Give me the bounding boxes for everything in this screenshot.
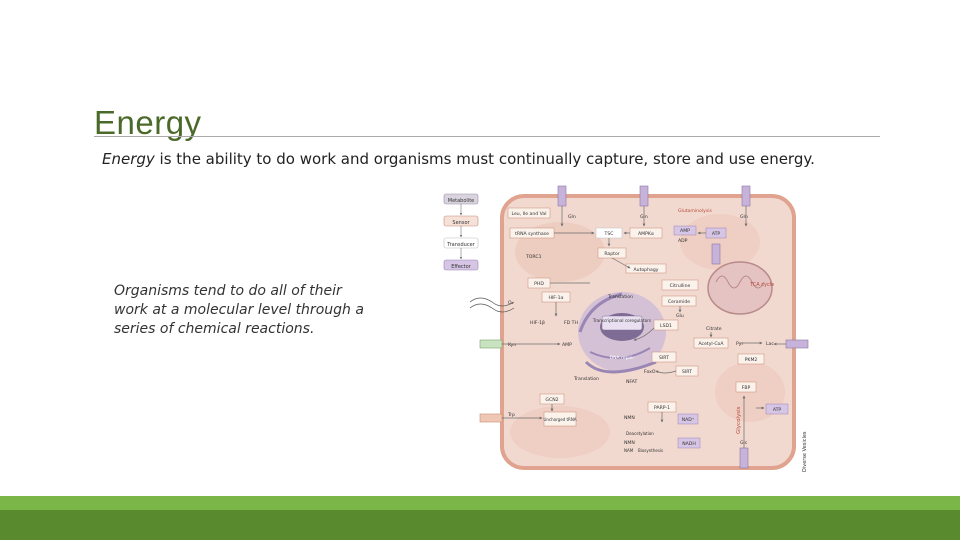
definition-text: Energy is the ability to do work and org… [102, 150, 902, 168]
legend-transducer: Transducer [446, 242, 475, 248]
label-citrulline: Citrulline [670, 283, 691, 289]
label-gln-3: Gln [740, 214, 748, 220]
label-atp: ATP [712, 231, 721, 237]
label-uncharged-trna: Uncharged tRNA [543, 417, 576, 422]
label-dna-repair: DNA repair [610, 355, 635, 361]
label-nfat: NFAT [626, 379, 637, 385]
diagram-svg: Metabolite Sensor Transducer Effector TC… [443, 185, 809, 472]
label-acetyl-coa: Acetyl-CoA [698, 341, 724, 347]
legend-sensor: Sensor [452, 220, 470, 226]
legend-metabolite: Metabolite [448, 198, 474, 204]
legend-effector: Effector [451, 264, 471, 270]
footer-accent [0, 496, 960, 510]
label-autophagy: Autophagy [634, 267, 659, 273]
label-nam: NAM [624, 448, 634, 453]
label-torc1: TORC1 [525, 254, 542, 260]
label-nmn-2: NMN [624, 440, 635, 446]
label-ceramide: Ceramide [668, 299, 690, 305]
label-sirt: SIRT [659, 355, 669, 361]
label-fdth: FD TH [564, 320, 578, 326]
label-glu: Glu [676, 313, 684, 319]
label-glutaminolysis: Glutaminolysis [678, 208, 713, 214]
label-adp: ADP [678, 238, 688, 244]
label-nmn: NMN [624, 415, 635, 421]
label-nadh: NADH [682, 441, 696, 447]
label-tsc: TSC [604, 231, 614, 237]
label-gcn2: GCN2 [545, 397, 558, 403]
legend: Metabolite Sensor Transducer Effector [443, 193, 479, 271]
label-nad: NAD⁺ [682, 417, 695, 423]
label-citrate: Citrate [706, 326, 722, 332]
label-translation: Translation [607, 294, 633, 300]
label-foxo: FoxO [644, 369, 656, 375]
label-leucine: Leu, Ile and Val [511, 211, 546, 217]
label-amp: AMP [680, 228, 690, 234]
label-lsd1: LSD1 [660, 323, 672, 329]
label-phd: PHD [534, 281, 544, 287]
label-pkm2: PKM2 [745, 357, 758, 363]
label-o2: O₂ [508, 300, 514, 306]
pathway-arrows [469, 206, 786, 448]
label-sirt-2: SIRT [682, 369, 692, 375]
label-amp-2: AMP [562, 342, 572, 348]
body-paragraph: Organisms tend to do all of their work a… [114, 283, 364, 337]
label-transcription: Transcriptional coregulators [592, 318, 651, 323]
label-gln-1: Gln [568, 214, 576, 220]
label-glycolysis: Glycolysis [736, 406, 742, 434]
footer-bar [0, 496, 960, 540]
label-parp: PARP-1 [654, 405, 670, 411]
definition-term: Energy [102, 150, 155, 168]
label-lac: Lac [766, 341, 774, 347]
label-translation-2: Translation [573, 376, 599, 382]
label-tca: TCA cycle [749, 282, 774, 288]
mitochondrion [707, 261, 773, 315]
label-deacetylation: Deacetylation [626, 431, 654, 436]
slide-title: Energy [94, 104, 202, 141]
label-biosynthesis: Biosynthesis [638, 448, 663, 453]
label-trna-synthase: tRNA synthase [515, 231, 549, 237]
label-hif1b: HIF-1β [530, 320, 545, 326]
title-divider [94, 136, 880, 137]
label-hif1a: HIF-1α [548, 295, 563, 301]
cell-metabolism-diagram: Metabolite Sensor Transducer Effector TC… [440, 182, 812, 472]
label-fbp: FBP [742, 385, 751, 391]
label-atp-2: ATP [773, 407, 782, 413]
label-side-caption: Diverse Vesicles [802, 431, 808, 472]
label-raptor: Raptor [604, 251, 619, 257]
definition-body: is the ability to do work and organisms … [154, 150, 815, 168]
label-kyn: Kyn [508, 342, 516, 348]
label-ampk: AMPKα [638, 231, 654, 237]
label-trp: Trp [507, 412, 515, 418]
label-pyr: Pyr [736, 341, 743, 347]
